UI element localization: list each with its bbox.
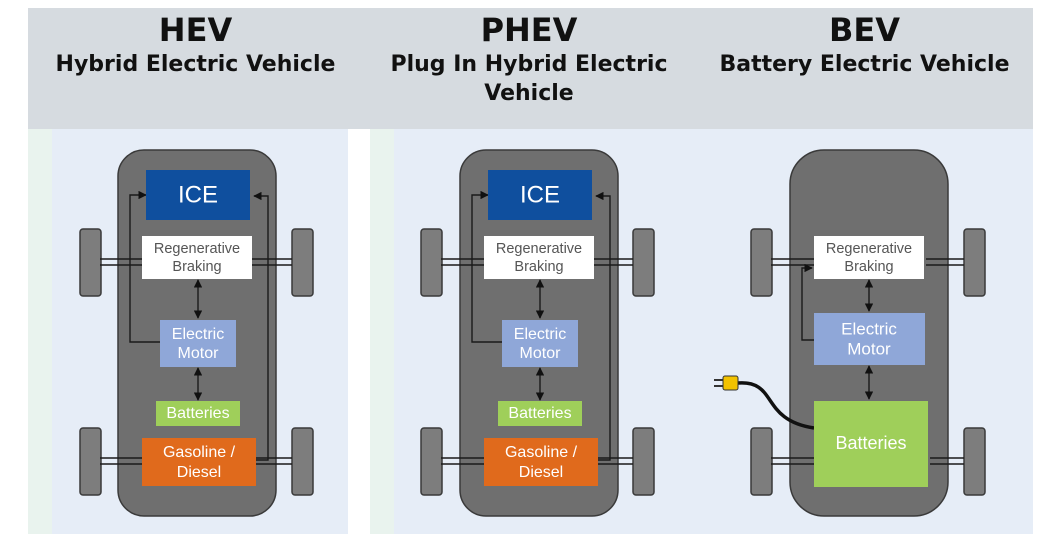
- phev-regen-label-1: Regenerative: [496, 241, 582, 257]
- phev-heading: PHEV Plug In Hybrid Electric Vehicle: [373, 10, 685, 108]
- hev-wheel-front-right: [291, 228, 314, 297]
- hev-fuel-label-1: Gasoline /: [163, 444, 236, 461]
- phev-fuel-box: [484, 438, 598, 486]
- plug-icon: [714, 375, 739, 391]
- bev-motor-label-1: Electric: [841, 319, 897, 338]
- phev-wheel-rear-left: [420, 427, 443, 496]
- hev-fuel-box: [142, 438, 256, 486]
- hev-wheel-front-left: [79, 228, 102, 297]
- bev-wheel-front-left: [750, 228, 773, 297]
- phev-wheel-front-right: [632, 228, 655, 297]
- bev-heading: BEV Battery Electric Vehicle: [697, 10, 1032, 79]
- hev-axles: [100, 258, 292, 465]
- hev-motor-label-2: Motor: [178, 345, 220, 362]
- bev-car: Regenerative Braking Electric Motor Batt…: [714, 149, 986, 517]
- bev-batteries-box: [814, 401, 928, 487]
- hev-regen-box: [142, 236, 252, 279]
- phev-ice-box: [488, 170, 592, 220]
- hev-motor-box: [160, 320, 236, 367]
- bev-regen-label-1: Regenerative: [826, 241, 912, 257]
- hev-full-name: Hybrid Electric Vehicle: [55, 52, 336, 77]
- bev-regen-label-2: Braking: [844, 259, 893, 275]
- header-band: [28, 8, 1033, 129]
- hev-abbreviation: HEV: [158, 11, 233, 49]
- phev-wheel-front-left: [420, 228, 443, 297]
- phev-motor-label-2: Motor: [520, 345, 562, 362]
- hev-batteries-box: [156, 401, 240, 426]
- hev-wheel-rear-left: [79, 427, 102, 496]
- phev-fuel-label-2: Diesel: [519, 464, 563, 481]
- phev-axles: [441, 258, 633, 465]
- phev-motor-box: [502, 320, 578, 367]
- bev-abbreviation: BEV: [828, 11, 900, 49]
- hev-flow-lines: [129, 190, 269, 461]
- bev-motor-box: [814, 313, 925, 365]
- phev-batteries-label: Batteries: [508, 405, 571, 422]
- phev-batteries-box: [498, 401, 582, 426]
- hev-fuel-label-2: Diesel: [177, 464, 221, 481]
- bev-wheel-front-right: [963, 228, 986, 297]
- hev-ice-label: ICE: [178, 181, 218, 208]
- bev-wheel-rear-left: [750, 427, 773, 496]
- phev-car: ICE Regenerative Braking Electric Motor …: [420, 149, 655, 517]
- bev-regen-box: [814, 236, 924, 279]
- hev-regen-label-2: Braking: [172, 259, 221, 275]
- bev-flow-lines: [801, 263, 874, 400]
- phev-regen-box: [484, 236, 594, 279]
- phev-flow-lines: [471, 190, 611, 461]
- hev-motor-label-1: Electric: [172, 326, 224, 343]
- hev-heading: HEV Hybrid Electric Vehicle: [28, 10, 363, 79]
- hev-ice-box: [146, 170, 250, 220]
- bev-motor-label-2: Motor: [847, 339, 891, 358]
- bev-batteries-label: Batteries: [835, 433, 906, 453]
- hev-regen-label-1: Regenerative: [154, 241, 240, 257]
- phev-abbreviation: PHEV: [480, 11, 578, 49]
- phev-wheel-rear-right: [632, 427, 655, 496]
- hev-car: ICE Regenerative Braking Electric Motor …: [79, 149, 314, 517]
- phev-regen-label-2: Braking: [514, 259, 563, 275]
- hev-batteries-label: Batteries: [166, 405, 229, 422]
- phev-fuel-label-1: Gasoline /: [505, 444, 578, 461]
- hev-wheel-rear-right: [291, 427, 314, 496]
- bev-wheel-rear-right: [963, 427, 986, 496]
- phev-ice-label: ICE: [520, 181, 560, 208]
- phev-motor-label-1: Electric: [514, 326, 566, 343]
- bev-axles: [771, 258, 964, 465]
- phev-full-name: Plug In Hybrid Electric Vehicle: [390, 52, 668, 106]
- bev-full-name: Battery Electric Vehicle: [719, 52, 1010, 77]
- bev-charging-cable: [737, 381, 815, 430]
